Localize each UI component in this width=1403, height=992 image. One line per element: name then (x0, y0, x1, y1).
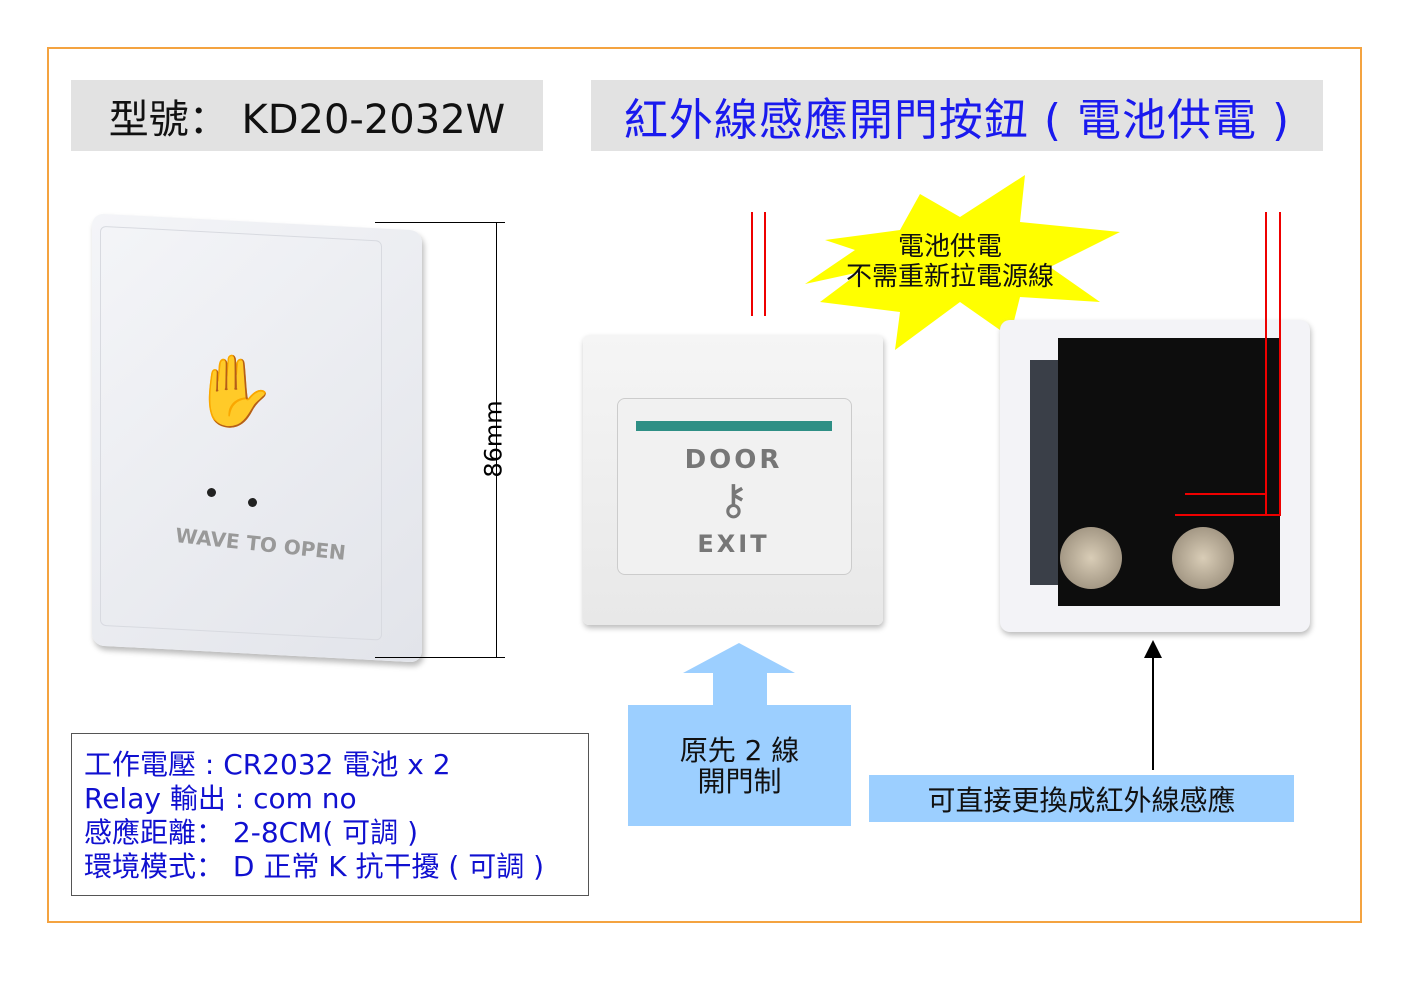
indicator-bar (636, 421, 832, 431)
spec-mode: 環境模式： D 正常 K 抗干擾 ( 可調 ) (84, 850, 545, 883)
ir-sensor-device-image (92, 213, 422, 663)
callout-text: 電池供電 不需重新拉電源線 (800, 232, 1100, 292)
door-label: DOOR (684, 445, 783, 475)
wire (1175, 514, 1281, 516)
callout-line-2: 不需重新拉電源線 (845, 262, 1054, 292)
wire (1265, 212, 1267, 515)
dimension-label: 86mm (479, 400, 508, 478)
dimension-line (496, 222, 497, 657)
wire (1185, 493, 1267, 495)
spec-range: 感應距離： 2-8CM( 可調 ) (84, 816, 418, 849)
product-title: 紅外線感應開門按鈕 ( 電池供電 ) (591, 80, 1323, 151)
spec-voltage: 工作電壓 : CR2032 電池 x 2 (84, 748, 451, 781)
coin-battery-icon (1060, 527, 1122, 589)
callout-line-1: 電池供電 (897, 232, 1002, 262)
sensor-dot (248, 498, 257, 507)
arrow-box-line-1: 原先 2 線 (679, 734, 800, 767)
up-arrow-box (628, 643, 851, 826)
wire (751, 212, 753, 316)
arrow-shaft (1152, 650, 1154, 770)
key-icon: ⚷ (718, 475, 749, 524)
sensor-dot (207, 488, 216, 497)
dimension-tick (375, 222, 505, 223)
replace-note: 可直接更換成紅外線感應 (869, 775, 1294, 822)
spec-box: 工作電壓 : CR2032 電池 x 2 Relay 輸出 : com no 感… (71, 733, 589, 896)
wire (764, 212, 766, 316)
page-frame (47, 47, 1362, 923)
arrow-box-line-2: 開門制 (697, 765, 782, 798)
coin-battery-icon (1172, 527, 1234, 589)
original-wiring-text: 原先 2 線 開門制 (628, 735, 851, 797)
model-title: 型號： KD20-2032W (71, 80, 543, 151)
wave-hand-icon: ✋ (190, 350, 278, 432)
exit-label: EXIT (697, 530, 770, 558)
spec-relay: Relay 輸出 : com no (84, 782, 357, 815)
arrow-head (1144, 640, 1162, 658)
starburst-callout (805, 175, 1120, 350)
dimension-tick (375, 657, 505, 658)
wire (1279, 212, 1281, 515)
